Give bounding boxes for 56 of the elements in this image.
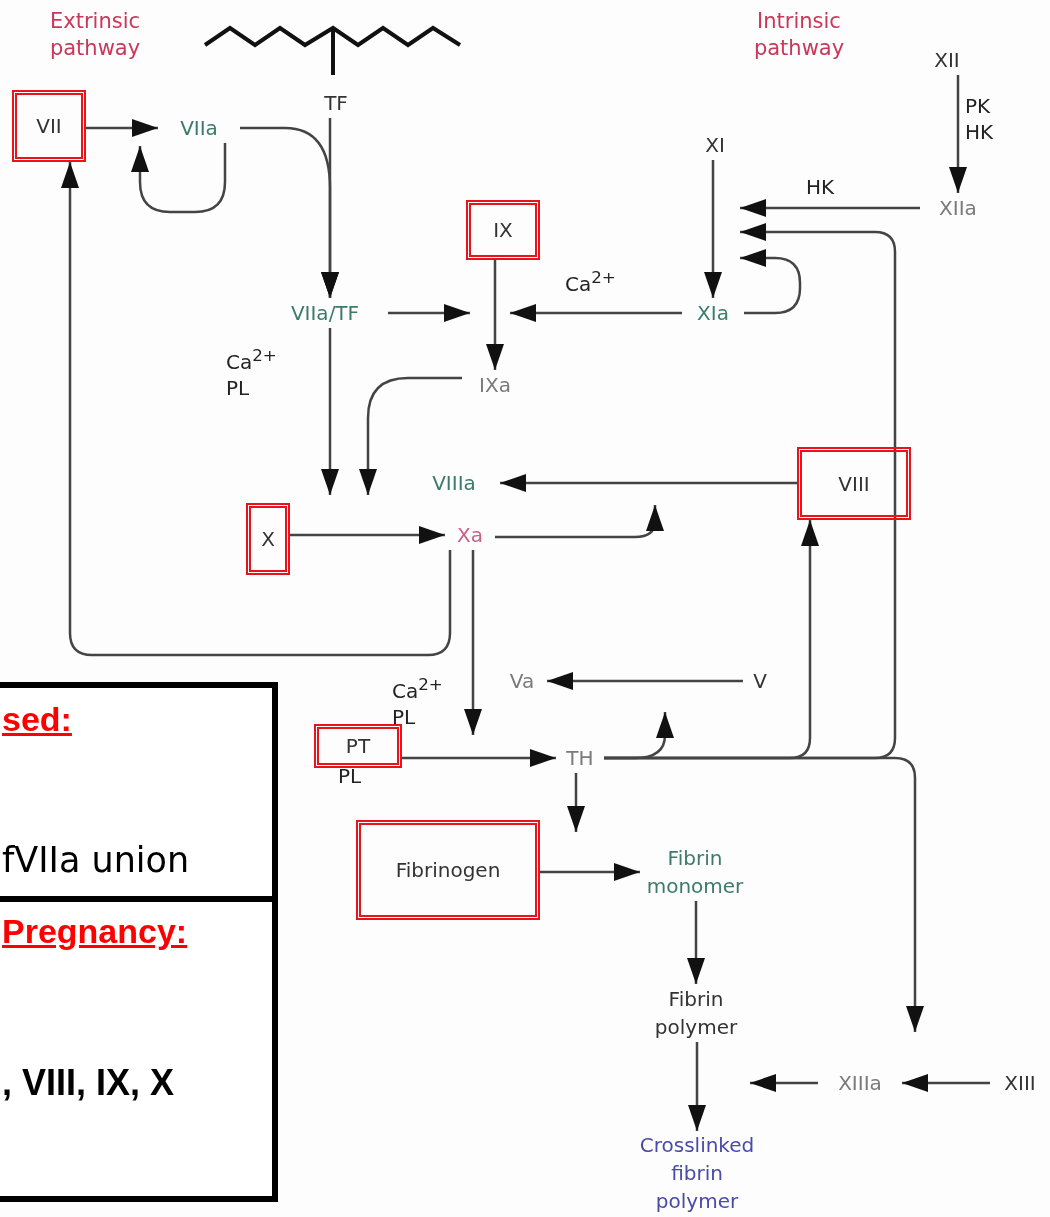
factor-label: Va bbox=[497, 666, 547, 696]
panel-heading: Pregnancy: bbox=[2, 912, 188, 951]
pathway-label: Intrinsic pathway bbox=[752, 8, 846, 62]
arrow bbox=[750, 1074, 818, 1092]
arrow bbox=[687, 901, 705, 984]
factor-label: IXa bbox=[462, 370, 528, 400]
arrow bbox=[688, 1042, 706, 1131]
pathway-label: Extrinsic pathway bbox=[48, 8, 142, 62]
factor-label: VIIIa bbox=[408, 468, 500, 498]
arrow bbox=[486, 260, 504, 370]
factor-box: IX bbox=[466, 200, 540, 260]
factor-label: Fibrin monomer bbox=[640, 843, 750, 901]
arrow bbox=[86, 119, 158, 137]
arrow bbox=[704, 160, 722, 298]
arrow bbox=[402, 749, 556, 767]
arrow bbox=[290, 526, 445, 544]
factor-label: XIa bbox=[682, 298, 744, 328]
arrow bbox=[321, 118, 339, 298]
factor-label: XII bbox=[920, 45, 974, 75]
factor-label: TF bbox=[315, 88, 357, 118]
arrow bbox=[949, 75, 967, 193]
arrow bbox=[495, 505, 664, 539]
arrow bbox=[547, 672, 743, 690]
panel-text: , VIII, IX, X bbox=[2, 1062, 175, 1104]
factor-label: XIIIa bbox=[818, 1068, 902, 1098]
factor-box: PT bbox=[314, 724, 402, 768]
arrow bbox=[740, 249, 802, 315]
arrow bbox=[510, 304, 682, 322]
arrow bbox=[131, 143, 227, 214]
arrow bbox=[604, 756, 924, 1032]
factor-box: X bbox=[246, 503, 290, 575]
panel-text: fVIIa union bbox=[2, 840, 190, 880]
arrow bbox=[902, 1074, 990, 1092]
factor-label: Crosslinked fibrin polymer bbox=[632, 1131, 762, 1215]
arrow bbox=[388, 304, 470, 322]
factor-label: VIIa bbox=[158, 113, 240, 143]
factor-box: Fibrinogen bbox=[356, 820, 540, 920]
arrow bbox=[500, 474, 797, 492]
panel-heading: sed: bbox=[2, 700, 72, 739]
factor-label: VIIa/TF bbox=[262, 298, 388, 328]
factor-box: VIII bbox=[797, 447, 911, 520]
arrow bbox=[540, 863, 640, 881]
arrow bbox=[464, 550, 482, 735]
factor-label: XIII bbox=[990, 1068, 1050, 1098]
arrow bbox=[567, 773, 585, 832]
arrow bbox=[61, 162, 452, 657]
arrow bbox=[321, 328, 339, 495]
factor-label: XI bbox=[694, 130, 736, 160]
factor-label: Fibrin polymer bbox=[646, 984, 746, 1042]
factor-label: XIIa bbox=[920, 193, 996, 223]
arrow bbox=[740, 199, 920, 217]
factor-label: Xa bbox=[445, 520, 495, 550]
factor-label: V bbox=[743, 666, 777, 696]
arrow bbox=[359, 376, 462, 495]
factor-label: TH bbox=[556, 743, 604, 773]
factor-box: VII bbox=[12, 90, 86, 162]
